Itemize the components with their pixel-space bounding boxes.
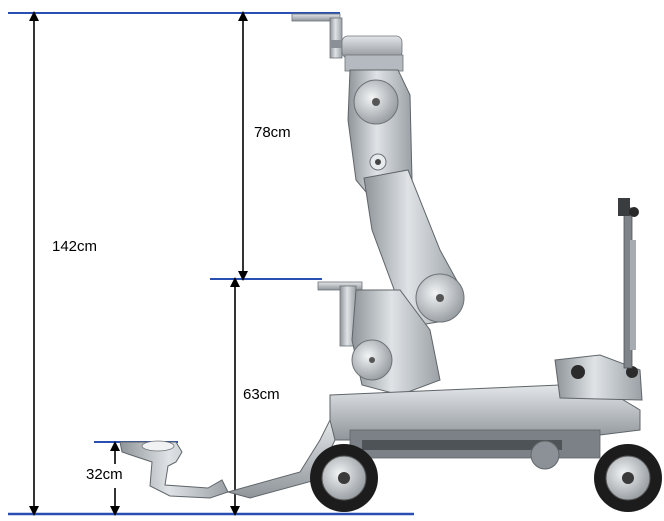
upper-arm [347,69,413,205]
top-mount [291,13,404,72]
lower-arm [317,281,441,396]
arm-lower-label: 63cm [243,386,280,404]
middle-arm [363,169,465,326]
front-wheel [310,444,378,512]
camera-dolly [119,13,662,512]
rear-wheel [594,444,662,512]
arm-upper-label: 78cm [254,124,291,142]
dimension-arrows [29,10,248,516]
dolly-base [329,354,643,470]
total-height-label: 142cm [52,238,98,256]
low-mount [119,418,336,499]
steering-post [618,198,639,369]
base-low-label: 32cm [86,466,123,484]
